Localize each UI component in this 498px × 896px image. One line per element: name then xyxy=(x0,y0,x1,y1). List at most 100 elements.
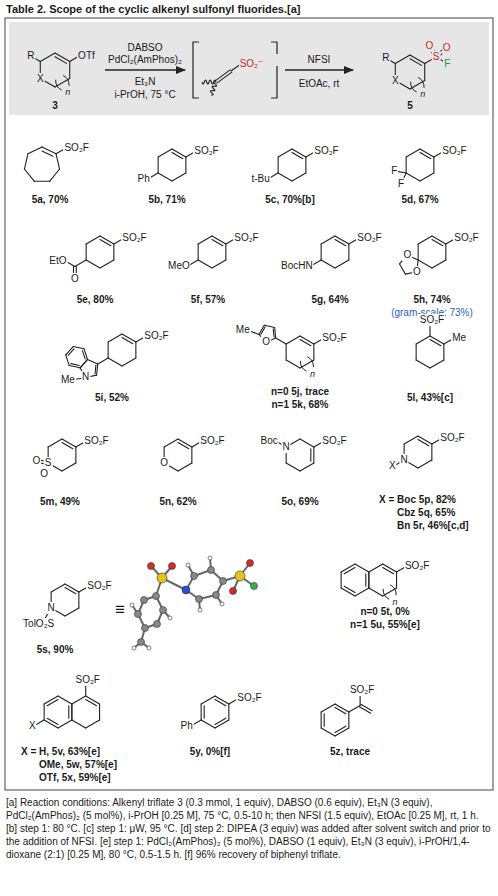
bond-line xyxy=(420,149,434,157)
bond-line xyxy=(418,236,432,244)
bond-line xyxy=(78,592,79,608)
bond-line xyxy=(85,685,86,696)
compound-label: 5a, 70% xyxy=(31,194,70,206)
compound-label: n=1 5k, 68% xyxy=(271,399,330,411)
bond-line xyxy=(432,260,446,268)
bond-line xyxy=(335,260,349,268)
bond-line xyxy=(98,358,108,364)
footnote: [a] Reaction conditions: Alkenyl triflat… xyxy=(6,796,492,861)
bond-line xyxy=(55,53,70,62)
bond-line xyxy=(66,347,73,355)
bond-line xyxy=(191,447,192,463)
bond-line xyxy=(75,447,76,463)
bond-line xyxy=(335,240,346,246)
atom-label: O xyxy=(442,42,452,54)
crystal-atom xyxy=(168,616,172,620)
compound-label: 5o, 69% xyxy=(280,496,319,508)
bond-line xyxy=(44,696,58,704)
bond-line xyxy=(58,696,72,704)
bond-line xyxy=(122,338,133,344)
bond-line xyxy=(264,325,274,327)
bond-line xyxy=(212,236,226,244)
bond-line xyxy=(48,439,62,447)
bond-line xyxy=(80,359,87,367)
crystal-atom xyxy=(142,625,149,632)
atom-label: O xyxy=(159,457,169,469)
bond-line xyxy=(158,173,172,181)
compound-label: 5y, 0%[f] xyxy=(189,746,231,758)
bond-line xyxy=(395,55,410,64)
atom-label: N xyxy=(81,371,90,383)
atom-label: SO₂F xyxy=(63,142,89,154)
atom-label: SO₂F xyxy=(419,314,445,326)
crystal-atom xyxy=(160,607,167,614)
atom-label: Ph xyxy=(137,173,151,185)
crystal-atom xyxy=(208,556,212,560)
bond-line xyxy=(324,714,325,726)
bond-line xyxy=(410,55,425,64)
repeat-bracket xyxy=(383,589,389,599)
bond-line xyxy=(383,568,394,574)
structure-group xyxy=(24,42,456,736)
bond-line xyxy=(416,344,417,360)
bond-line xyxy=(430,336,444,344)
bond-line xyxy=(300,439,314,447)
crystal-atom xyxy=(138,639,145,646)
bond-line xyxy=(300,340,311,346)
bond-line xyxy=(204,706,205,718)
repeat-bracket xyxy=(56,80,62,90)
atom-label: t-Bu xyxy=(250,173,270,185)
compound-label: 5h, 74% xyxy=(412,294,451,306)
bond-line xyxy=(122,334,136,342)
atom-label: N xyxy=(400,454,409,466)
bond-line xyxy=(225,244,226,260)
bond-line xyxy=(34,181,50,182)
bond-line xyxy=(108,358,122,366)
compound-label: 5f, 57% xyxy=(190,294,226,306)
atom-label: F xyxy=(390,165,398,177)
atom-label: SO₂F xyxy=(236,692,262,704)
bond-line xyxy=(51,584,65,592)
bond-line xyxy=(443,344,444,360)
compound-label: 3 xyxy=(51,100,59,112)
bond-line xyxy=(62,443,73,449)
bond-line xyxy=(321,712,322,728)
bond-line xyxy=(335,236,349,244)
reagent-label: i-PrOH, 75 °C xyxy=(113,89,176,101)
bond-line xyxy=(94,365,96,374)
bond-line xyxy=(300,336,314,344)
compound-label: X = H, 5v, 63%[e] xyxy=(20,746,101,758)
atom-label: SO₂F xyxy=(313,145,339,157)
compound-label: OMe, 5w, 57%[e] xyxy=(38,759,118,771)
atom-label: R xyxy=(26,50,35,62)
atom-label: SO₂F xyxy=(441,145,467,157)
bond-line xyxy=(24,169,34,181)
bond-line xyxy=(215,700,226,706)
bond-line xyxy=(71,704,72,720)
bond-line xyxy=(341,572,342,588)
bond-line xyxy=(400,264,406,274)
atom-label: O xyxy=(39,468,49,480)
bond-line xyxy=(418,460,432,468)
bond-line xyxy=(360,695,361,706)
bond-line xyxy=(349,706,360,713)
bond-line xyxy=(335,708,346,714)
bond-line xyxy=(97,364,98,375)
bond-line xyxy=(420,153,431,159)
repeat-bracket xyxy=(418,77,424,87)
bond-line xyxy=(273,329,275,337)
repeat-bracket xyxy=(411,82,417,92)
crystal-atom xyxy=(235,571,245,581)
atom-label: SO₂F xyxy=(83,435,109,447)
compound-label: OTf, 5x, 59%[e] xyxy=(38,772,112,784)
bond-line xyxy=(359,707,370,714)
compound-label: X = Boc 5p, 82% xyxy=(378,494,457,506)
bond-line xyxy=(72,720,86,728)
compound-label: n=1 5u, 55%[e] xyxy=(349,619,421,631)
bond-line xyxy=(261,327,265,334)
atom-label: EtO xyxy=(48,255,67,267)
bond-line xyxy=(278,149,292,157)
bond-line xyxy=(321,704,335,712)
compound-label: Bn 5r, 46%[c,d] xyxy=(396,520,470,532)
bond-line xyxy=(42,151,53,156)
